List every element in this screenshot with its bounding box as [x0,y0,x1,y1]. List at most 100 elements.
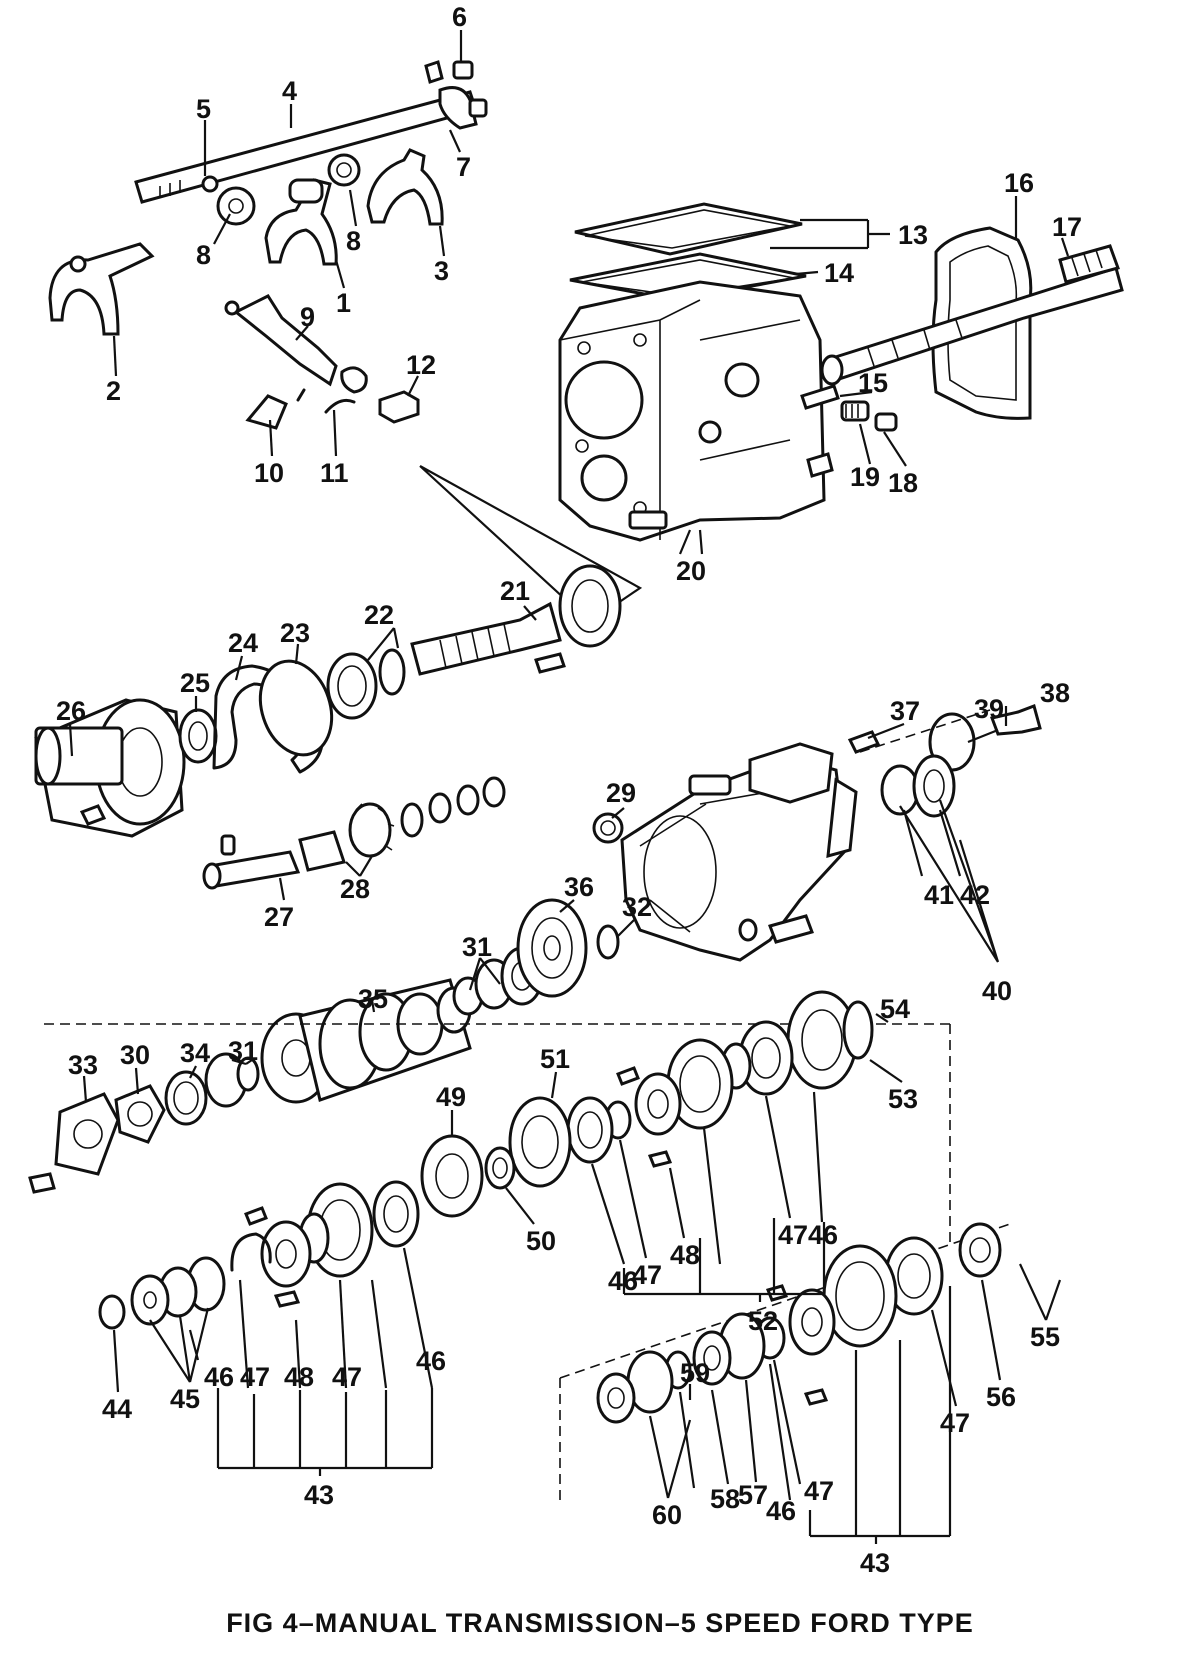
callout-8-left: 8 [196,240,211,270]
callout-20: 20 [676,556,706,586]
input-shaft-21 [410,564,622,676]
callout-21: 21 [500,576,530,606]
callout-47-right-b: 47 [804,1476,834,1506]
callout-56: 56 [986,1382,1016,1412]
shift-fork-3 [366,148,444,226]
callout-44: 44 [102,1394,132,1424]
callout-8-right: 8 [346,226,361,256]
shift-lever-9 [224,294,368,402]
callout-27: 27 [264,902,294,932]
callout-17: 17 [1052,212,1082,242]
callout-18: 18 [888,468,918,498]
shift-parts-10-11-12 [245,390,420,430]
seal-29 [592,812,624,844]
gear-53-54 [786,990,874,1090]
extension-housing [620,742,858,962]
callout-47-mid-a: 47 [632,1260,662,1290]
shift-rail-assembly [134,60,488,204]
callout-40: 40 [982,976,1012,1006]
callout-4: 4 [282,76,297,106]
callout-60: 60 [652,1500,682,1530]
callout-53: 53 [888,1084,918,1114]
gaskets-13-14 [770,218,890,276]
callout-46-right: 46 [766,1496,796,1526]
callout-47-mid-b: 47 [778,1220,808,1250]
shift-fork-2 [48,242,155,336]
callout-19: 19 [850,462,880,492]
callout-57: 57 [738,1480,768,1510]
transmission-case [558,202,826,542]
callout-46-left-a: 46 [204,1362,234,1392]
callout-34: 34 [180,1038,210,1068]
callout-52: 52 [748,1306,778,1336]
synchro-assembly-43-right [596,1222,1002,1424]
callout-50: 50 [526,1226,556,1256]
callout-46-left-b: 46 [416,1346,446,1376]
callout-29: 29 [606,778,636,808]
callout-7: 7 [456,152,471,182]
callout-13: 13 [898,220,928,250]
callout-43-right: 43 [860,1548,890,1578]
snap-ring-32 [596,924,620,960]
callout-22: 22 [364,600,394,630]
callout-48-mid: 48 [670,1240,700,1270]
callout-58: 58 [710,1484,740,1514]
callout-54: 54 [880,994,910,1024]
gear-36 [516,898,588,998]
gear-51-49-50 [420,1096,572,1218]
callout-55: 55 [1030,1322,1060,1352]
callout-30: 30 [120,1040,150,1070]
callout-14: 14 [824,258,854,288]
synchro-assembly-43-left [230,1180,420,1308]
callout-46-mid-a: 46 [608,1266,638,1296]
callout-2: 2 [106,376,121,406]
callout-15: 15 [858,368,888,398]
callout-31-upper: 31 [462,932,492,962]
extension-parts-37-42 [847,704,1042,818]
leader-lines [68,30,1070,1544]
callout-41: 41 [924,880,954,910]
callout-48-left: 48 [284,1362,314,1392]
front-bearing-retainer-26 [34,698,186,838]
callout-59: 59 [680,1358,710,1388]
callout-47-left-a: 47 [240,1362,270,1392]
callout-32: 32 [622,892,652,922]
callout-46-mid-b: 46 [808,1220,838,1250]
callout-33: 33 [68,1050,98,1080]
callout-49: 49 [436,1082,466,1112]
callout-38: 38 [1040,678,1070,708]
seal-25 [178,708,218,764]
callout-3: 3 [434,256,449,286]
case-small-parts-15-19 [800,384,898,478]
callout-11: 11 [320,458,349,488]
bearing-22 [326,648,406,720]
callout-1: 1 [336,288,351,318]
shift-fork-1 [264,178,338,266]
callout-43-left: 43 [304,1480,334,1510]
callout-9: 9 [300,302,315,332]
figure-caption: FIG 4–MANUAL TRANSMISSION–5 SPEED FORD T… [226,1608,974,1638]
callout-47-right-a: 47 [940,1408,970,1438]
callout-37: 37 [890,696,920,726]
reverse-idler-27-28 [202,776,506,890]
callout-47-left-b: 47 [332,1362,362,1392]
output-shaft-17 [820,244,1124,386]
callout-31-lower: 31 [228,1036,258,1066]
interlock-plates [216,153,361,226]
callout-28: 28 [340,874,370,904]
callout-23: 23 [280,618,310,648]
callout-5: 5 [196,94,211,124]
callout-12: 12 [406,350,436,380]
callout-24: 24 [228,628,258,658]
callout-25: 25 [180,668,210,698]
callout-16: 16 [1004,168,1034,198]
callout-36: 36 [564,872,594,902]
callout-numbers: 4 5 6 7 8 8 3 1 2 9 12 10 11 13 14 15 16… [56,2,1082,1578]
countershaft-gear-35 [260,978,472,1104]
callout-51: 51 [540,1044,570,1074]
callout-35: 35 [358,984,388,1014]
callout-10: 10 [254,458,284,488]
synchro-assembly-52 [566,1020,794,1168]
